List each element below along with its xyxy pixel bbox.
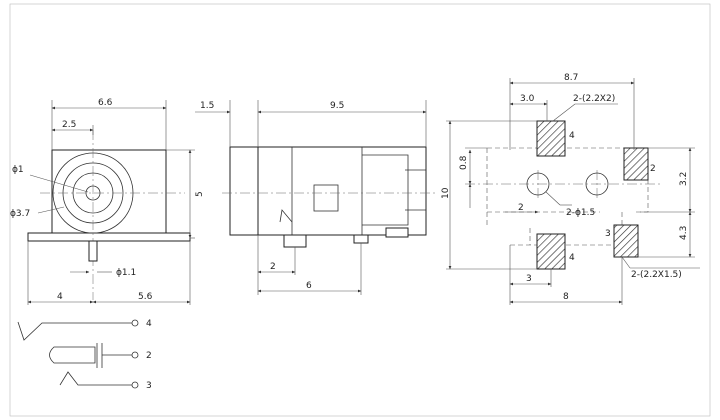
dim-left-pad: 3.0 [520, 94, 535, 104]
front-view: 6.6 2.5 5 ϕ1 ϕ3.7 ϕ1.1 4 5.6 [10, 98, 205, 305]
dim-right: 5.6 [138, 292, 153, 302]
front-flange [27, 232, 191, 242]
dim-bottom-total: 8 [563, 292, 569, 302]
dim-length: 9.5 [330, 101, 344, 111]
pin-label-2: 2 [146, 351, 152, 361]
dim-upper: 3.2 [679, 172, 689, 186]
pad-label-3: 3 [605, 229, 611, 239]
side-view: 1.5 9.5 2 6 [195, 100, 436, 295]
label-pad-top: 2-(2.2X2) [573, 94, 615, 104]
label-hole-spec: 2-ϕ1.5 [566, 208, 595, 218]
front-pin [88, 240, 98, 262]
dim-lower: 4.3 [679, 226, 689, 240]
side-pin-right [385, 227, 409, 238]
pin-label-3: 3 [146, 381, 152, 391]
dim-left: 4 [57, 292, 63, 302]
pad-label-4-top: 4 [569, 131, 575, 141]
label-hole-inner: ϕ1 [12, 165, 24, 175]
label-pad-bottom: 2-(2.2X1.5) [631, 270, 682, 280]
side-pin-left [283, 234, 307, 248]
dim-hole-offset: 0.8 [459, 155, 469, 170]
pad-3 [613, 224, 639, 258]
dim-offset: 2.5 [62, 120, 76, 130]
mount-hole-left [526, 172, 550, 196]
dim-bottom-left: 3 [526, 274, 532, 284]
side-window [313, 184, 339, 212]
dim-pin-span: 6 [306, 281, 312, 291]
dim-height: 10 [441, 187, 451, 199]
side-nose [229, 146, 259, 236]
dim-pin-offset: 2 [270, 262, 276, 272]
pad-2 [623, 147, 649, 181]
pad-4-top [536, 120, 566, 157]
pin-label-4: 4 [146, 319, 152, 329]
dim-hole-spacing: 2 [518, 203, 524, 213]
dim-height: 5 [195, 191, 205, 197]
mount-hole-right [585, 172, 609, 196]
terminal-3 [131, 381, 139, 389]
label-pin: ϕ1.1 [116, 268, 136, 278]
pad-label-4-bottom: 4 [569, 253, 575, 263]
side-body [257, 146, 427, 236]
dim-width: 6.6 [98, 98, 113, 108]
pin-schematic: 4 2 3 [17, 319, 152, 391]
pad-label-2: 2 [650, 164, 656, 174]
dim-total-width: 8.7 [564, 73, 578, 83]
front-body [51, 149, 167, 239]
side-pin-middle [353, 234, 369, 244]
terminal-2 [131, 351, 139, 359]
label-hole-outer: ϕ3.7 [10, 209, 30, 219]
pad-4-bottom [536, 233, 566, 270]
footprint-view: 4 2 3 4 8.7 3.0 2-(2.2X2) 10 0.8 3.2 [441, 73, 700, 305]
frame-border [9, 3, 711, 417]
plug-symbol [49, 346, 96, 364]
terminal-4 [131, 319, 139, 327]
dim-front: 1.5 [200, 101, 214, 111]
